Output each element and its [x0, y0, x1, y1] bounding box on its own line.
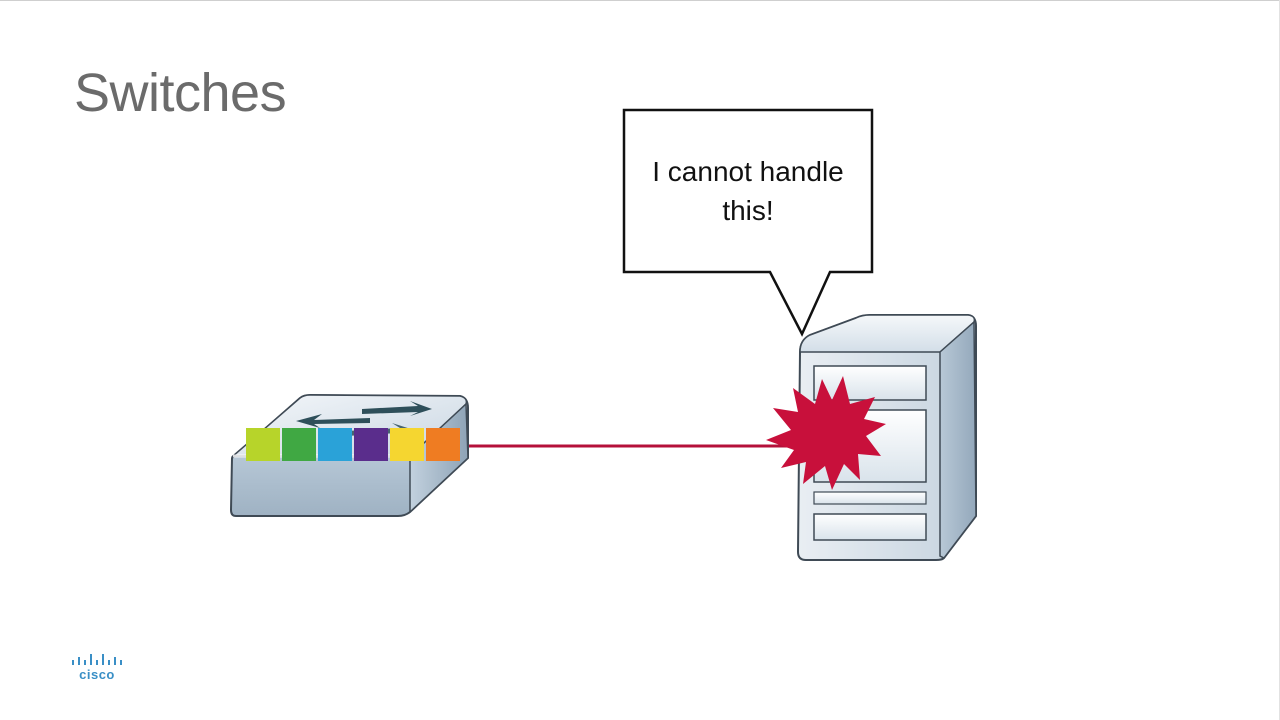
- switch-port-5: [390, 428, 424, 461]
- cisco-logo-icon: cisco: [70, 652, 124, 682]
- cisco-logo-text: cisco: [79, 667, 115, 682]
- switch-port-6: [426, 428, 460, 461]
- switch-port-1: [246, 428, 280, 461]
- collision-burst-icon: [766, 376, 886, 490]
- switch-port-4: [354, 428, 388, 461]
- switch-icon: [229, 393, 469, 517]
- top-border: [0, 0, 1280, 1]
- switch-port-3: [318, 428, 352, 461]
- switch-port-2: [282, 428, 316, 461]
- cisco-bars-icon: [72, 654, 122, 665]
- speech-bubble: [622, 108, 874, 337]
- speech-bubble-text: I cannot handle this!: [652, 156, 844, 226]
- slide-title: Switches: [74, 63, 287, 123]
